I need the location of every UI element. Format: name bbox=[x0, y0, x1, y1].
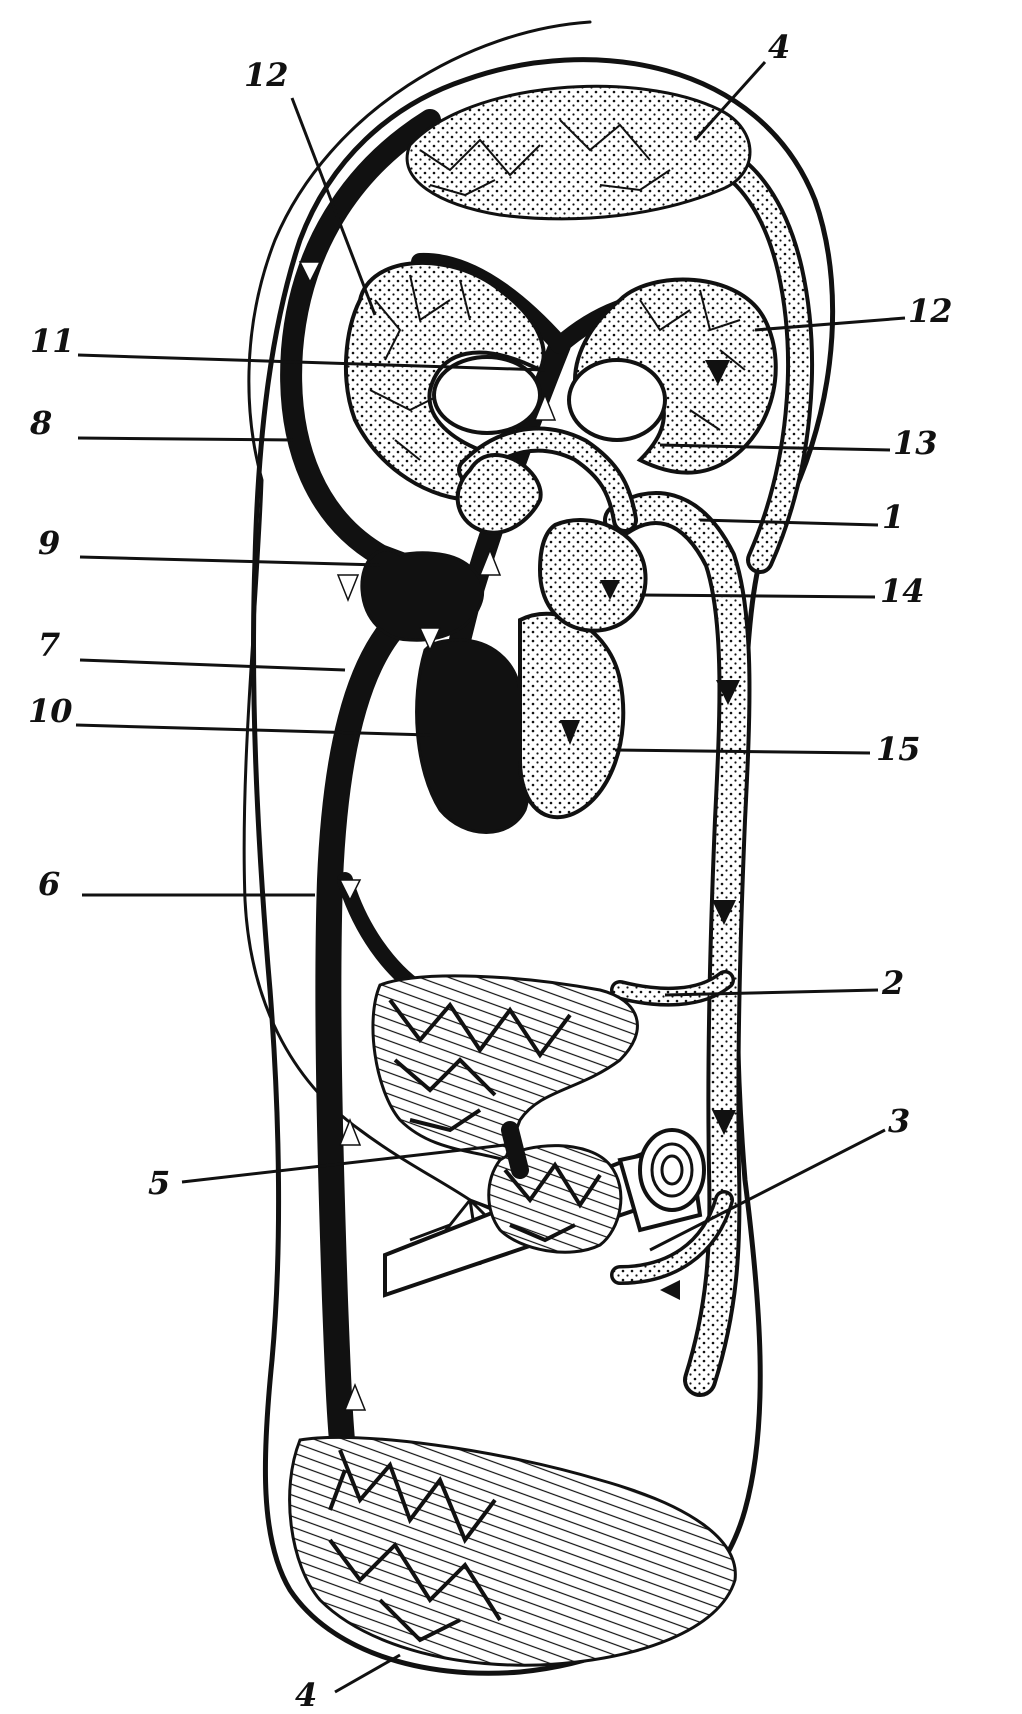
left-outer-line bbox=[242, 20, 592, 1202]
label-3: 3 bbox=[888, 1102, 910, 1140]
liver-net bbox=[388, 998, 572, 1133]
label-7: 7 bbox=[38, 626, 60, 664]
label-1: 1 bbox=[882, 498, 904, 536]
label-9: 9 bbox=[38, 524, 60, 562]
callouts: 4 12 12 11 8 13 1 9 14 7 10 15 6 bbox=[28, 28, 953, 1714]
hepatic-vein-branch bbox=[337, 872, 428, 998]
label-14: 14 bbox=[880, 572, 925, 610]
label-6: 6 bbox=[38, 865, 60, 903]
gut-net bbox=[503, 1161, 602, 1243]
label-4-top: 4 bbox=[768, 28, 790, 66]
tail-capillaries bbox=[288, 1435, 737, 1667]
venous-atrium bbox=[360, 548, 484, 642]
label-5: 5 bbox=[148, 1164, 170, 1202]
arterial-atrium bbox=[537, 518, 648, 633]
flow-arrows bbox=[298, 261, 740, 1411]
label-4-bottom: 4 bbox=[295, 1676, 317, 1714]
label-11: 11 bbox=[30, 322, 75, 360]
head-capillaries bbox=[405, 84, 752, 221]
label-13: 13 bbox=[893, 424, 938, 462]
label-8: 8 bbox=[29, 404, 52, 442]
liver-capillary-bed bbox=[371, 974, 639, 1162]
aorta-arch-fill bbox=[607, 495, 748, 1393]
lung-right bbox=[567, 277, 778, 475]
arterial-ventricle bbox=[518, 611, 626, 820]
label-12-left: 12 bbox=[244, 56, 289, 94]
pulmonary-artery-fill bbox=[461, 430, 634, 529]
label-15: 15 bbox=[876, 730, 921, 768]
conus-arteriosus bbox=[455, 452, 543, 535]
label-12-right: 12 bbox=[908, 292, 953, 330]
posterior-vein bbox=[315, 602, 418, 1483]
head-capillary-net bbox=[419, 119, 671, 197]
carotid-artery-fill bbox=[710, 150, 810, 570]
label-10: 10 bbox=[28, 692, 73, 730]
anterior-vein bbox=[280, 109, 441, 581]
tail-capillary-net bbox=[328, 1449, 502, 1643]
portal-vein bbox=[501, 1121, 529, 1179]
venous-ventricle bbox=[415, 638, 531, 834]
lung-left bbox=[343, 260, 546, 503]
label-2: 2 bbox=[881, 964, 904, 1002]
